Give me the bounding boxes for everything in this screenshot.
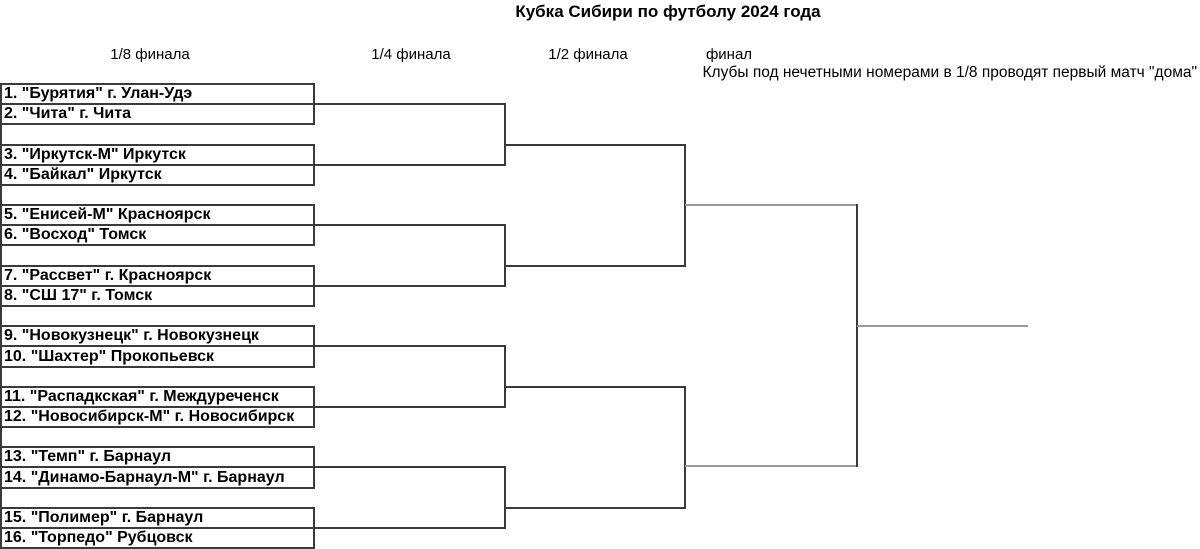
team-label: 11. "Распадкская" г. Междуреченск	[4, 388, 279, 405]
pair-bottom-line	[0, 305, 314, 307]
quarterfinal-winner-line	[505, 144, 685, 146]
team-label: 7. "Рассвет" г. Красноярск	[4, 267, 212, 284]
pair-top-line	[0, 446, 314, 448]
pair-right-connector	[313, 265, 315, 307]
quarterfinal-connector	[504, 466, 506, 529]
round-header-1-8: 1/8 финала	[110, 46, 190, 63]
team-label: 10. "Шахтер" Прокопьевск	[4, 348, 215, 365]
pair-bottom-line	[0, 123, 314, 125]
pair-winner-line	[0, 103, 505, 105]
pair-right-connector	[313, 386, 315, 428]
pair-bottom-line	[0, 487, 314, 489]
pair-top-line	[0, 204, 314, 206]
pair-top-line	[0, 144, 314, 146]
quarterfinal-winner-line	[505, 265, 685, 267]
pair-top-line	[0, 325, 314, 327]
round-header-1-4: 1/4 финала	[371, 46, 451, 63]
team-label: 6. "Восход" Томск	[4, 226, 147, 243]
pair-right-connector	[313, 507, 315, 549]
pair-bottom-line	[0, 184, 314, 186]
pair-right-connector	[313, 446, 315, 489]
home-match-note: Клубы под нечетными номерами в 1/8 прово…	[702, 64, 1197, 81]
pair-winner-line	[0, 345, 505, 347]
final-connector	[856, 204, 858, 467]
team-label: 4. "Байкал" Иркутск	[4, 166, 162, 183]
pair-winner-line	[0, 164, 505, 166]
semifinal-winner-line	[685, 465, 857, 467]
pair-top-line	[0, 265, 314, 267]
pair-winner-line	[0, 406, 505, 408]
pair-top-line	[0, 386, 314, 388]
round-header-final: финал	[705, 46, 753, 63]
team-label: 9. "Новокузнецк" г. Новокузнецк	[4, 327, 259, 344]
quarterfinal-winner-line	[505, 386, 685, 388]
pair-bottom-line	[0, 244, 314, 246]
team-label: 12. "Новосибирск-М" г. Новосибирск	[4, 408, 295, 425]
round-header-1-2: 1/2 финала	[548, 46, 628, 63]
pair-winner-line	[0, 527, 505, 529]
pair-right-connector	[313, 204, 315, 246]
team-label: 8. "СШ 17" г. Томск	[4, 287, 153, 304]
final-winner-line	[857, 325, 1028, 327]
pair-bottom-line	[0, 426, 314, 428]
team-label: 13. "Темп" г. Барнаул	[4, 448, 172, 465]
semifinal-winner-line	[685, 204, 857, 206]
team-label: 14. "Динамо-Барнаул-М" г. Барнаул	[4, 469, 285, 486]
pair-right-connector	[313, 144, 315, 186]
team-label: 16. "Торпедо" Рубцовск	[4, 529, 193, 546]
pair-winner-line	[0, 466, 505, 468]
pair-right-connector	[313, 325, 315, 368]
bracket-left-border	[0, 83, 2, 549]
pair-right-connector	[313, 83, 315, 125]
pair-top-line	[0, 83, 314, 85]
pair-top-line	[0, 507, 314, 509]
team-label: 2. "Чита" г. Чита	[4, 105, 131, 122]
team-label: 5. "Енисей-М" Красноярск	[4, 206, 211, 223]
pair-bottom-line	[0, 547, 314, 549]
quarterfinal-winner-line	[505, 507, 685, 509]
quarterfinal-connector	[504, 345, 506, 408]
pair-winner-line	[0, 224, 505, 226]
pair-winner-line	[0, 285, 505, 287]
quarterfinal-connector	[504, 224, 506, 287]
page-title: Кубка Сибири по футболу 2024 года	[515, 2, 821, 21]
team-label: 3. "Иркутск-М" Иркутск	[4, 146, 186, 163]
quarterfinal-connector	[504, 103, 506, 166]
pair-bottom-line	[0, 366, 314, 368]
semifinal-connector	[684, 386, 686, 509]
team-label: 15. "Полимер" г. Барнаул	[4, 509, 204, 526]
team-label: 1. "Бурятия" г. Улан-Удэ	[4, 85, 193, 102]
